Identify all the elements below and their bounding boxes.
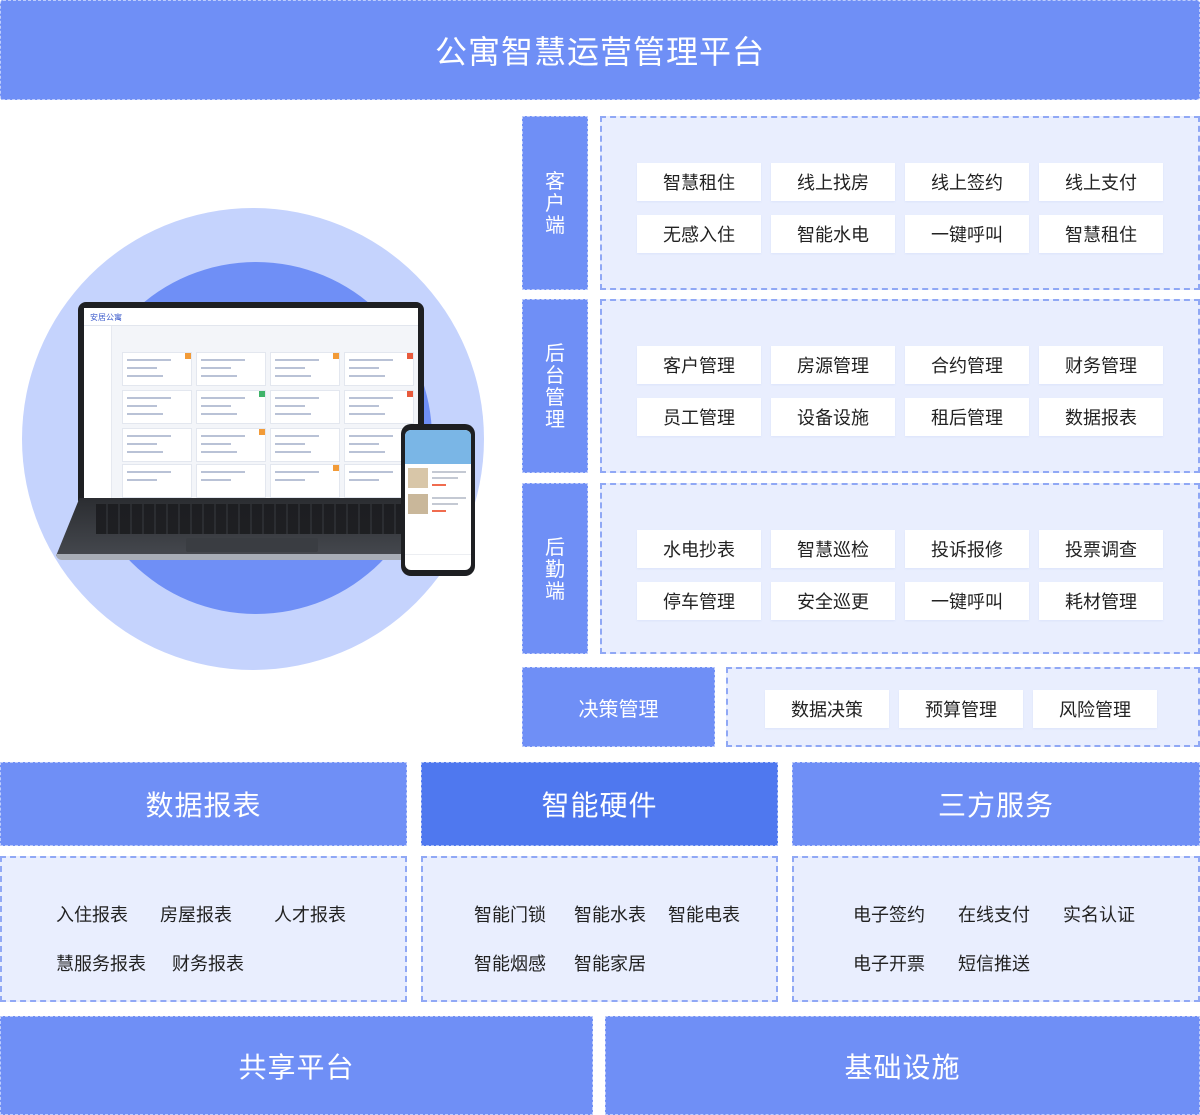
category-header-reports: 数据报表 (0, 762, 407, 846)
hardware-panel (421, 856, 778, 1002)
report-item: 入住报表 (56, 905, 128, 926)
backend-feature-panel (600, 299, 1200, 473)
feature-chip: 智能水电 (771, 215, 895, 253)
feature-chip: 智慧租住 (637, 163, 761, 201)
hardware-item: 智能家居 (574, 954, 646, 975)
hardware-item: 智能烟感 (474, 954, 546, 975)
service-item: 电子开票 (853, 954, 925, 975)
service-item: 实名认证 (1063, 905, 1135, 926)
service-item: 在线支付 (958, 905, 1030, 926)
foundation-shared-platform: 共享平台 (0, 1016, 593, 1115)
feature-chip: 耗材管理 (1039, 582, 1163, 620)
feature-chip: 线上支付 (1039, 163, 1163, 201)
feature-chip: 财务管理 (1039, 346, 1163, 384)
feature-chip: 租后管理 (905, 398, 1029, 436)
service-item: 电子签约 (853, 905, 925, 926)
phone-display (405, 430, 471, 570)
feature-chip: 安全巡更 (771, 582, 895, 620)
category-header-third-party: 三方服务 (792, 762, 1200, 846)
feature-chip: 设备设施 (771, 398, 895, 436)
laptop-app-name: 安居公寓 (90, 313, 122, 322)
feature-chip: 数据报表 (1039, 398, 1163, 436)
feature-chip: 风险管理 (1033, 690, 1157, 728)
feature-chip: 员工管理 (637, 398, 761, 436)
module-label-client: 客户端 (522, 116, 588, 290)
feature-chip: 投诉报修 (905, 530, 1029, 568)
feature-chip: 数据决策 (765, 690, 889, 728)
report-item: 人才报表 (274, 905, 346, 926)
page-title: 公寓智慧运营管理平台 (0, 0, 1200, 100)
hardware-item: 智能门锁 (474, 905, 546, 926)
feature-chip: 客户管理 (637, 346, 761, 384)
report-item: 慧服务报表 (56, 954, 146, 975)
report-item: 财务报表 (172, 954, 244, 975)
service-item: 短信推送 (958, 954, 1030, 975)
laptop-display: 安居公寓 (84, 308, 418, 498)
decision-label: 决策管理 (522, 667, 715, 747)
feature-chip: 线上签约 (905, 163, 1029, 201)
module-label-logistics: 后勤端 (522, 483, 588, 654)
feature-chip: 无感入住 (637, 215, 761, 253)
feature-chip: 预算管理 (899, 690, 1023, 728)
third-party-panel (792, 856, 1200, 1002)
feature-chip: 线上找房 (771, 163, 895, 201)
feature-chip: 投票调查 (1039, 530, 1163, 568)
reports-panel (0, 856, 407, 1002)
category-header-hardware: 智能硬件 (421, 762, 778, 846)
report-item: 房屋报表 (160, 905, 232, 926)
feature-chip: 一键呼叫 (905, 215, 1029, 253)
logistics-feature-panel (600, 483, 1200, 654)
feature-chip: 智慧巡检 (771, 530, 895, 568)
hardware-item: 智能电表 (668, 905, 740, 926)
feature-chip: 一键呼叫 (905, 582, 1029, 620)
hardware-item: 智能水表 (574, 905, 646, 926)
feature-chip: 智慧租住 (1039, 215, 1163, 253)
feature-chip: 停车管理 (637, 582, 761, 620)
feature-chip: 水电抄表 (637, 530, 761, 568)
foundation-infrastructure: 基础设施 (605, 1016, 1200, 1115)
feature-chip: 合约管理 (905, 346, 1029, 384)
client-feature-panel (600, 116, 1200, 290)
feature-chip: 房源管理 (771, 346, 895, 384)
module-label-backend: 后台管理 (522, 299, 588, 473)
